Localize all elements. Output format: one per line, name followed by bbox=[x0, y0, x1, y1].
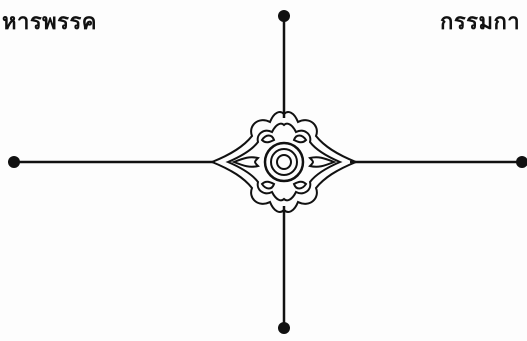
thai-kanok-flower-icon bbox=[212, 112, 356, 212]
bottom-end-dot bbox=[278, 322, 290, 334]
top-end-dot bbox=[278, 10, 290, 22]
right-end-dot bbox=[516, 156, 527, 168]
left-end-dot bbox=[8, 156, 20, 168]
top-right-label: กรรมกา bbox=[440, 8, 520, 38]
top-left-label: หารพรรค bbox=[2, 8, 97, 38]
